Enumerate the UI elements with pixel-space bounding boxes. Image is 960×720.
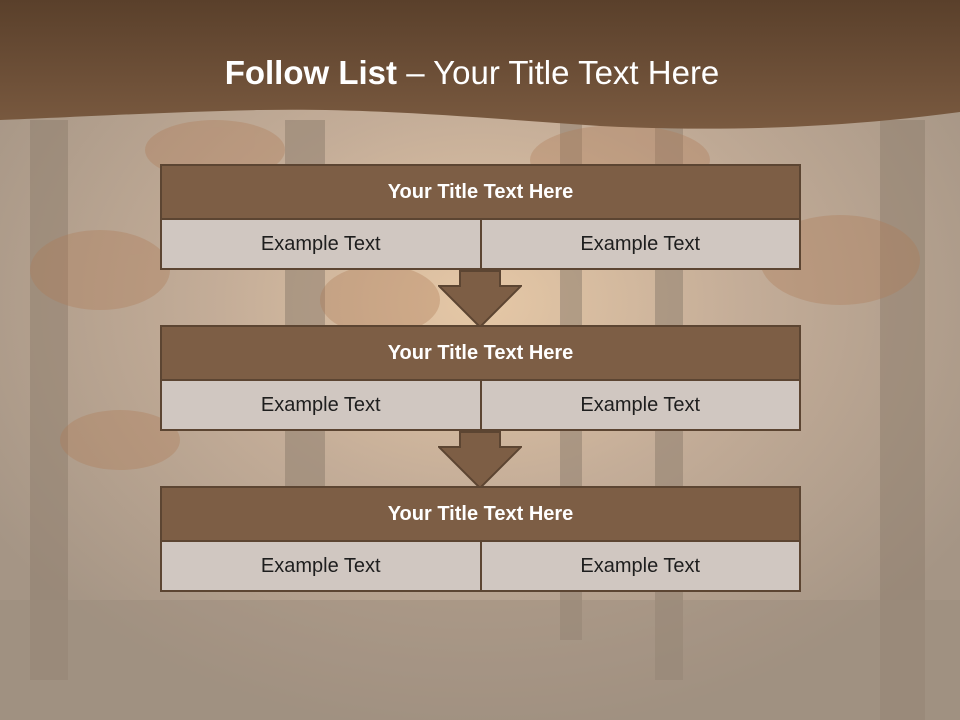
slide-title: Follow List – Your Title Text Here <box>0 54 944 92</box>
step-1-row: Example Text Example Text <box>160 220 801 270</box>
step-2-title: Your Title Text Here <box>160 325 801 381</box>
step-3-left-cell: Example Text <box>160 542 482 592</box>
step-2-right-cell: Example Text <box>481 381 801 431</box>
step-block-2: Your Title Text Here Example Text Exampl… <box>160 325 801 431</box>
step-3-title: Your Title Text Here <box>160 486 801 542</box>
step-3-row: Example Text Example Text <box>160 542 801 592</box>
slide-title-bold: Follow List <box>224 54 398 91</box>
down-arrow-icon <box>438 431 522 489</box>
step-block-1: Your Title Text Here Example Text Exampl… <box>160 164 801 270</box>
step-3-right-cell: Example Text <box>481 542 801 592</box>
step-1-title: Your Title Text Here <box>160 164 801 220</box>
step-2-row: Example Text Example Text <box>160 381 801 431</box>
slide-title-rest: – Your Title Text Here <box>397 54 720 91</box>
step-block-3: Your Title Text Here Example Text Exampl… <box>160 486 801 592</box>
header-band <box>0 0 960 129</box>
step-1-left-cell: Example Text <box>160 220 482 270</box>
step-1-right-cell: Example Text <box>481 220 801 270</box>
step-2-left-cell: Example Text <box>160 381 482 431</box>
down-arrow-icon <box>438 270 522 328</box>
